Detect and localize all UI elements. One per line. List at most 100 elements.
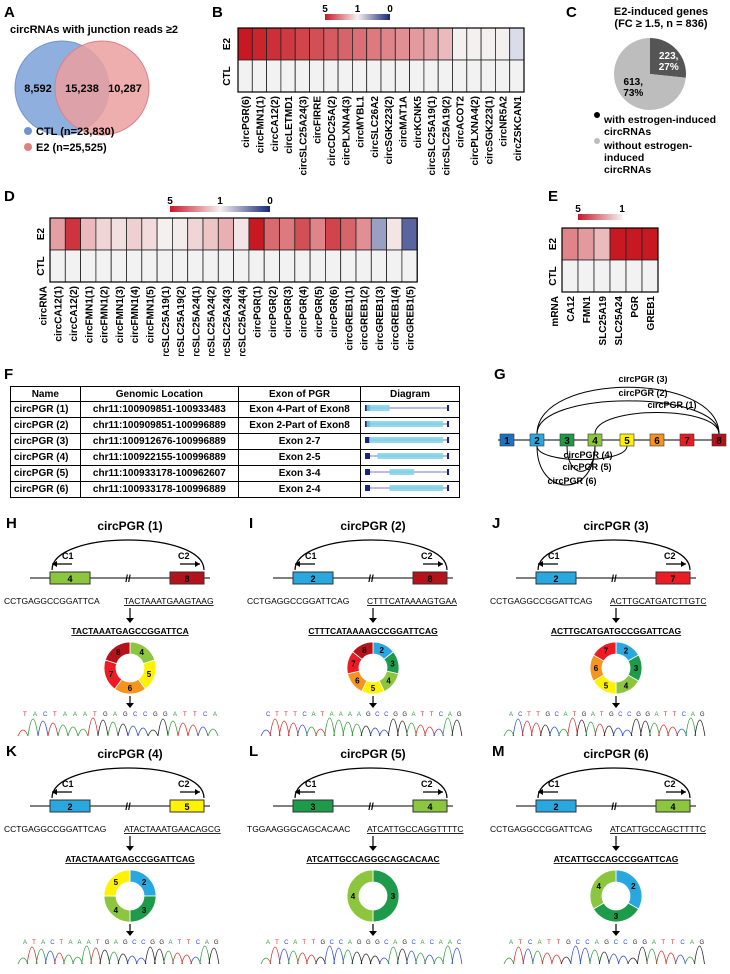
ring-label: 5 [371, 684, 376, 693]
gene-label: circFMN1(2) [100, 286, 111, 343]
scale-label: 5 [575, 204, 581, 215]
trace-peak [177, 722, 189, 737]
trace-peak [37, 720, 49, 737]
circ-arc [294, 767, 448, 799]
trace-peak [333, 947, 345, 965]
trace-peak [549, 726, 560, 737]
circ-arc [51, 539, 205, 571]
heat-cell-ctl [126, 249, 143, 283]
exon-left-label: 4 [67, 574, 72, 584]
trace-base: G [123, 712, 128, 718]
trace-peak [560, 956, 572, 965]
trace-base: A [73, 712, 77, 718]
trace-base: G [153, 712, 158, 718]
trace-peak [207, 728, 219, 737]
ring-label: 4 [596, 882, 601, 891]
primer-c2-head [681, 561, 686, 567]
trace-peak [181, 954, 193, 965]
row-label-ctl: CTL [548, 266, 559, 285]
seq-right: ACTTGCATGATCTTGTC [610, 596, 706, 606]
trace-base: C [585, 940, 590, 946]
heatmap-frame [49, 217, 418, 283]
ring-label: 6 [355, 676, 360, 685]
heat-cell-e2 [156, 217, 173, 251]
heat-cell-e2 [625, 227, 643, 261]
break-mark: // [125, 574, 131, 585]
pie-legend-line: circRNAs [604, 164, 652, 176]
heat-cell-ctl [324, 249, 342, 283]
gene-label: circPLXNA4(3) [341, 96, 352, 165]
junction-seq: ATACTAAATGAGCCGGATTCAG [65, 854, 195, 864]
trace-base: A [23, 940, 27, 946]
ring-label: 2 [631, 882, 636, 891]
arc-label: circPGR (1) [647, 400, 696, 410]
mini-diagram [365, 453, 449, 459]
primer-c1-label: C1 [62, 779, 74, 789]
heat-cell-ctl [263, 249, 280, 283]
trace-peak [296, 724, 308, 737]
gene-label: circSLC25A19(2) [441, 96, 452, 175]
row-location: chr11:100933178-100996889 [79, 481, 240, 498]
trace-base: G [642, 940, 647, 946]
trace-base: C [411, 940, 416, 946]
trace-peak [57, 724, 69, 737]
trace-peak [387, 946, 399, 965]
trace-base: A [213, 712, 217, 718]
heat-cell-ctl [480, 59, 496, 93]
heat-cell-ctl [49, 249, 66, 283]
trace-peak [424, 954, 436, 965]
ring-segment [592, 641, 617, 662]
trace-peak [278, 948, 290, 965]
trace-base: A [591, 712, 595, 718]
row-name: circPGR (3) [10, 433, 81, 450]
row-location: chr11:100933178-100962607 [79, 465, 240, 482]
trace-peak [53, 952, 65, 965]
heat-cell-e2 [171, 217, 189, 251]
gene-label: circCA12(2) [69, 286, 80, 342]
gene-label: circPGR(4) [298, 286, 309, 338]
trace-base: T [32, 940, 36, 946]
gene-label: GREB1 [646, 296, 657, 331]
trace-base: T [96, 940, 100, 946]
gene-label: circSLC26A2 [370, 96, 381, 158]
ring-label: 4 [386, 676, 391, 685]
mini-exon-start [365, 469, 370, 475]
panel-label: H [6, 515, 17, 532]
exon-right-label: 7 [670, 574, 675, 584]
gene-label: CA12 [566, 296, 577, 322]
trace-base: G [636, 712, 641, 718]
heat-cell-e2 [280, 27, 296, 61]
panel-label: M [492, 743, 505, 760]
heat-cell-e2 [609, 227, 627, 261]
row-exon: Exon 3-4 [238, 465, 361, 482]
arc-label: circPGR (3) [618, 376, 667, 384]
arrow-head-2 [369, 931, 377, 936]
break-mark: // [368, 802, 374, 813]
gene-label: circPGR(1) [253, 286, 264, 338]
trace-base: A [293, 940, 297, 946]
heat-cell-e2 [641, 227, 659, 261]
trace-base: C [141, 940, 146, 946]
trace-peak [269, 946, 281, 965]
trace-peak [521, 720, 533, 737]
mini-exon-end [447, 469, 449, 475]
gene-label: circGREB1(4) [390, 286, 401, 350]
exon-box [559, 433, 575, 447]
trace-peak [598, 951, 610, 965]
legend-ctl-text: CTL (n=23,830) [36, 126, 115, 138]
arc-upper [536, 386, 720, 435]
trace-peak [369, 955, 381, 965]
heat-cell-e2 [187, 217, 204, 251]
heat-cell-ctl [351, 59, 368, 93]
trace-base: G [366, 940, 371, 946]
trace-base: T [430, 712, 434, 718]
exon-left [292, 799, 334, 813]
heat-cell-ctl [340, 249, 357, 283]
ring-label: 5 [147, 670, 152, 679]
heat-cell-ctl [401, 249, 418, 283]
trace-peak [87, 717, 99, 737]
trace-peak [342, 721, 354, 737]
seq-left: CCTGAGGCCGGATTCAG [490, 824, 592, 834]
trace-base: C [339, 940, 344, 946]
